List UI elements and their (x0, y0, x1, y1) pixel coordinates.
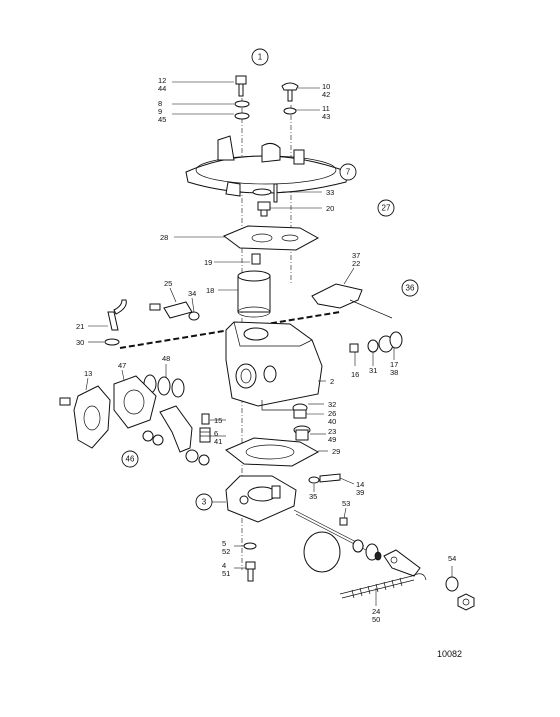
float-18 (237, 270, 271, 318)
callout-31: 31 (369, 366, 377, 375)
plug-17 (378, 331, 403, 353)
screw-15 (201, 413, 210, 425)
washer-35 (308, 476, 320, 484)
circled-refs: 1 7 27 36 46 3 (121, 48, 419, 511)
valve-20 (257, 201, 271, 217)
circled-ref-36: 36 (401, 279, 419, 297)
lever-arm (383, 549, 421, 577)
linkage-46 (142, 405, 210, 466)
washer-8 (234, 100, 250, 108)
callout-19: 19 (204, 258, 212, 267)
nut (457, 593, 475, 611)
screw-16 (349, 343, 359, 353)
leader-lines (85, 81, 453, 606)
washer-30 (104, 338, 120, 346)
top-right-screw (281, 82, 299, 102)
svg-text:3: 3 (202, 498, 207, 507)
circled-ref-3: 3 (195, 493, 213, 511)
throttle-housing (225, 475, 297, 523)
top-left-screw (235, 75, 247, 97)
lever-37 (311, 283, 393, 319)
circled-ref-46: 46 (121, 450, 139, 468)
pipe-21 (107, 299, 127, 331)
callout-2: 2 (330, 377, 334, 386)
inlet-25 (149, 301, 193, 319)
circled-ref-27: 27 (377, 199, 395, 217)
spring-6 (199, 427, 211, 443)
callout-54: 54 (448, 554, 456, 563)
throttle-shaft (293, 509, 365, 547)
jet-26 (293, 409, 307, 419)
callout-15: 15 (214, 416, 222, 425)
gasket-28 (223, 225, 320, 251)
svg-text:27: 27 (382, 204, 391, 213)
washer-11 (283, 107, 297, 115)
washer-9 (234, 112, 250, 120)
screw-14 (319, 473, 341, 483)
svg-text:36: 36 (406, 284, 415, 293)
washer-54 (445, 576, 459, 592)
housing-13 (59, 385, 111, 449)
circled-ref-7: 7 (339, 163, 357, 181)
main-body (225, 321, 323, 411)
bushing (352, 539, 382, 561)
washer-31 (367, 339, 379, 353)
gasket-29 (225, 437, 320, 467)
drawing-number: 10082 (437, 649, 463, 659)
svg-text:46: 46 (126, 455, 135, 464)
callout-30: 30 (76, 338, 84, 347)
callout-33: 33 (326, 188, 334, 197)
plug-23 (293, 425, 311, 441)
callout-48: 48 (162, 354, 170, 363)
callout-18: 18 (206, 286, 214, 295)
svg-text:1: 1 (258, 53, 263, 62)
callout-25: 25 (164, 279, 172, 288)
callout-13: 13 (84, 369, 92, 378)
callout-20: 20 (326, 204, 334, 213)
callout-21: 21 (76, 322, 84, 331)
callout-32: 32 (328, 400, 336, 409)
top-cover (185, 135, 349, 197)
callout-35: 35 (309, 492, 317, 501)
washer-33 (252, 188, 272, 196)
screw-4 (245, 561, 256, 582)
screw-19 (251, 253, 261, 265)
callout-28: 28 (160, 233, 168, 242)
plate-47 (113, 375, 157, 429)
screw-53 (339, 517, 348, 526)
washer-5 (243, 542, 257, 550)
return-spring (339, 573, 427, 599)
throttle-plate (303, 531, 341, 573)
callout-53: 53 (342, 499, 350, 508)
callout-34: 34 (188, 289, 196, 298)
pin-33 (273, 183, 278, 203)
callout-29: 29 (332, 447, 340, 456)
callout-47: 47 (118, 361, 126, 370)
washer-34 (188, 311, 200, 321)
circled-ref-1: 1 (251, 48, 269, 66)
svg-text:7: 7 (346, 168, 351, 177)
callout-16: 16 (351, 370, 359, 379)
